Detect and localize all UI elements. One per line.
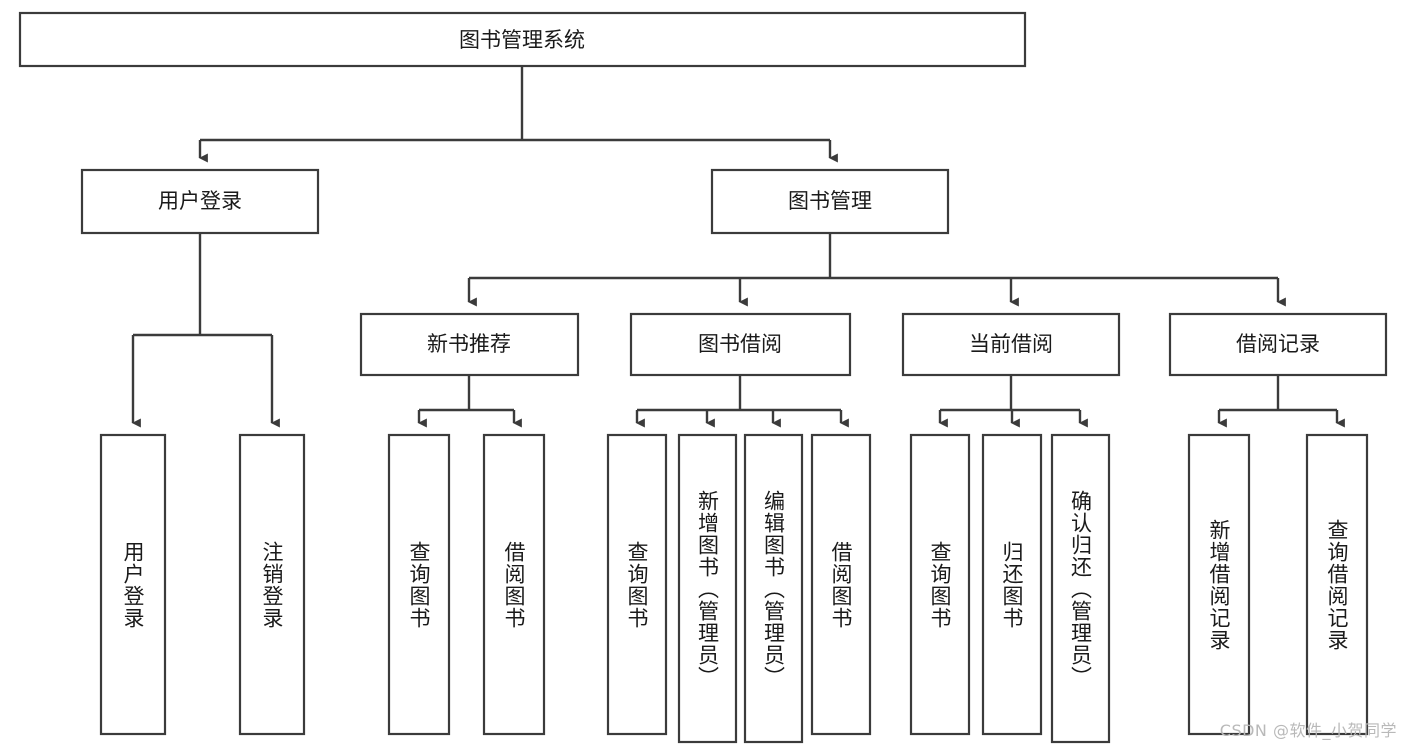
node-root-system[interactable]: 图书管理系统 xyxy=(18,11,1027,68)
node-leaf-borrow-book-1-label: 借阅图书 xyxy=(502,540,526,629)
node-borrow-records[interactable]: 借阅记录 xyxy=(1168,312,1388,377)
edges-group xyxy=(131,66,1345,428)
node-leaf-confirm-return-admin-label: 确认归还（管理员） xyxy=(1068,489,1093,688)
node-leaf-borrow-book-2[interactable]: 借阅图书 xyxy=(810,433,872,736)
node-leaf-add-borrow-record[interactable]: 新增借阅记录 xyxy=(1187,433,1251,736)
node-leaf-return-book-label: 归还图书 xyxy=(1000,540,1024,629)
node-leaf-query-borrow-record[interactable]: 查询借阅记录 xyxy=(1305,433,1369,736)
node-borrow-records-label: 借阅记录 xyxy=(1236,332,1320,356)
node-book-management[interactable]: 图书管理 xyxy=(710,168,950,235)
node-leaf-add-book-admin-label: 新增图书（管理员） xyxy=(695,489,720,688)
node-leaf-query-book-2[interactable]: 查询图书 xyxy=(606,433,668,736)
node-leaf-edit-book-admin[interactable]: 编辑图书（管理员） xyxy=(743,433,804,744)
node-leaf-query-borrow-record-label: 查询借阅记录 xyxy=(1325,518,1349,651)
node-leaf-query-book-1[interactable]: 查询图书 xyxy=(387,433,451,736)
node-leaf-query-book-1-label: 查询图书 xyxy=(407,540,431,629)
node-leaf-borrow-book-1[interactable]: 借阅图书 xyxy=(482,433,546,736)
csdn-watermark: CSDN @软件_小贺同学 xyxy=(1219,721,1397,740)
node-user-login[interactable]: 用户登录 xyxy=(80,168,320,235)
node-book-borrow-label: 图书借阅 xyxy=(698,332,782,356)
node-current-borrow-label: 当前借阅 xyxy=(969,332,1053,356)
node-new-book-recommend-label: 新书推荐 xyxy=(427,332,511,356)
node-leaf-user-logout-label: 注销登录 xyxy=(260,540,284,629)
node-current-borrow[interactable]: 当前借阅 xyxy=(901,312,1121,377)
node-leaf-add-book-admin[interactable]: 新增图书（管理员） xyxy=(677,433,738,744)
node-book-management-label: 图书管理 xyxy=(788,189,872,213)
node-leaf-confirm-return-admin[interactable]: 确认归还（管理员） xyxy=(1050,433,1111,744)
node-leaf-query-book-3[interactable]: 查询图书 xyxy=(909,433,971,736)
node-leaf-user-login-label: 用户登录 xyxy=(121,540,145,629)
node-leaf-edit-book-admin-label: 编辑图书（管理员） xyxy=(761,489,786,688)
node-user-login-label: 用户登录 xyxy=(158,189,242,213)
node-leaf-return-book[interactable]: 归还图书 xyxy=(981,433,1043,736)
node-root-system-label: 图书管理系统 xyxy=(459,28,585,52)
node-new-book-recommend[interactable]: 新书推荐 xyxy=(359,312,580,377)
node-leaf-borrow-book-2-label: 借阅图书 xyxy=(829,540,853,629)
node-leaf-user-logout[interactable]: 注销登录 xyxy=(238,433,306,736)
node-leaf-add-borrow-record-label: 新增借阅记录 xyxy=(1207,518,1231,651)
node-leaf-user-login[interactable]: 用户登录 xyxy=(99,433,167,736)
node-leaf-query-book-3-label: 查询图书 xyxy=(928,540,952,629)
node-leaf-query-book-2-label: 查询图书 xyxy=(625,540,649,629)
node-book-borrow[interactable]: 图书借阅 xyxy=(629,312,852,377)
